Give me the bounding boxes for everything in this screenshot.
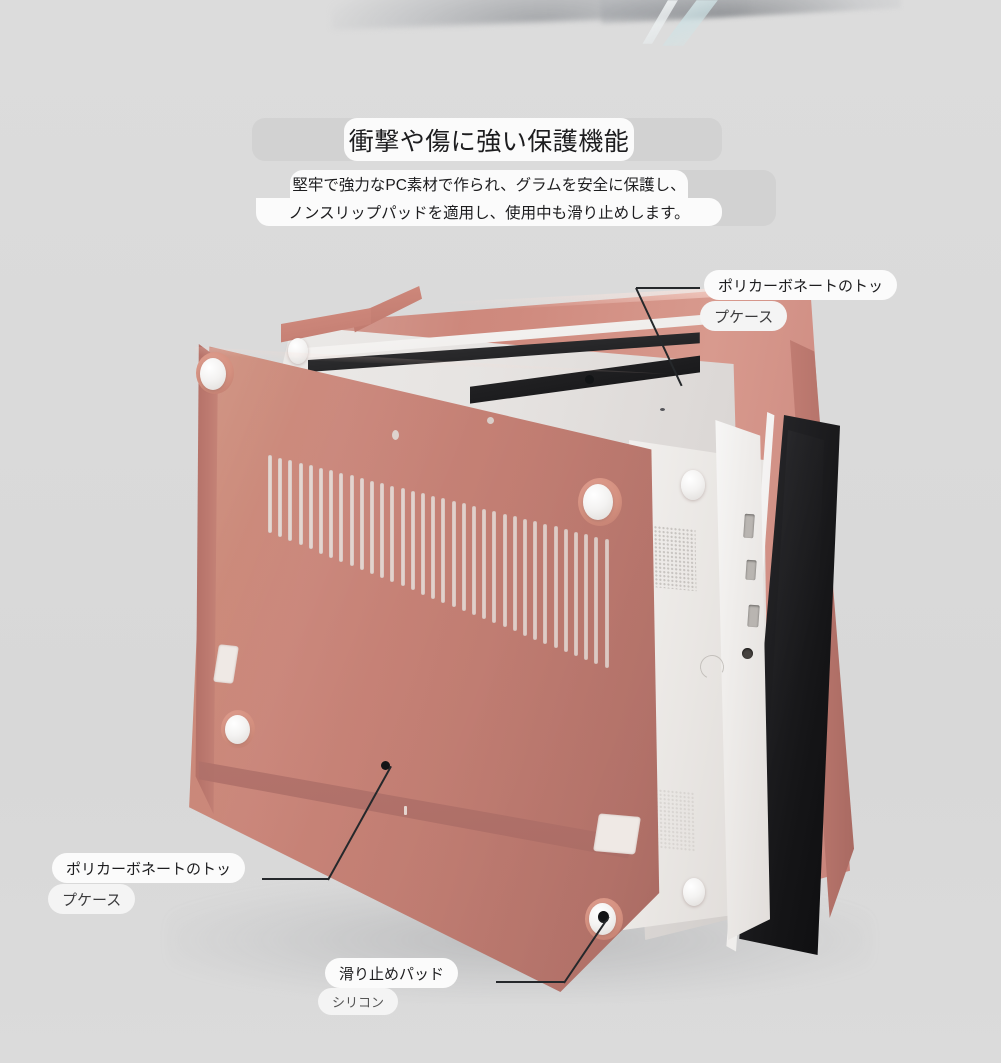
laptop-port-usb-a (745, 559, 757, 581)
ventilation-slot (584, 534, 589, 661)
ventilation-slot (441, 498, 446, 603)
laptop-headphone-jack (742, 648, 753, 659)
laptop-speaker-grille-upper (649, 524, 697, 592)
leader-endpoint-dot (381, 761, 390, 770)
ventilation-slot (410, 490, 415, 591)
callout-label-non-slip-pad: 滑り止めパッド (325, 958, 459, 988)
headline-subtitle-line-1: 堅牢で強力なPC素材で作られ、グラムを安全に保護し、 (290, 170, 688, 198)
ventilation-slot (482, 508, 487, 620)
ventilation-slot (543, 523, 548, 644)
leader-horizontal-segment (636, 287, 700, 289)
leader-horizontal-segment (262, 878, 328, 880)
ventilation-slot (329, 470, 334, 558)
callout-label-top-case-upper-line-1: ポリカーボネートのトッ (704, 270, 898, 300)
silicone-pad-top-right (583, 484, 613, 520)
bottom-case-left-wall (195, 344, 218, 814)
ventilation-slot (421, 493, 425, 595)
silicone-pad-bottom-left (225, 715, 250, 744)
ventilation-slot (492, 511, 497, 624)
callout-label-top-case-lower-line-2: プケース (48, 884, 136, 914)
laptop-port-usb-c (743, 513, 755, 539)
callout-label-non-slip-pad-material: シリコン (318, 988, 399, 1015)
laptop-rubber-foot-right (681, 470, 705, 500)
ventilation-slot (533, 521, 538, 640)
leader-endpoint-dot (599, 912, 608, 921)
ventilation-slot (512, 516, 517, 632)
ventilation-slot (390, 485, 395, 583)
ventilation-slot (604, 539, 609, 669)
ventilation-slot (461, 503, 466, 611)
ventilation-slot (278, 457, 283, 538)
laptop-port-hdmi (747, 604, 760, 628)
ventilation-slot (308, 465, 313, 550)
ventilation-slot (563, 528, 568, 652)
case-pin-hole-middle (392, 430, 399, 440)
ventilation-slot (502, 513, 507, 628)
ventilation-slot (574, 531, 578, 656)
headline-subtitle-line-2: ノンスリップパッドを適用し、使用中も滑り止めします。 (256, 198, 722, 226)
silicone-pad-top-left (200, 358, 226, 390)
ventilation-slot (298, 462, 303, 546)
ventilation-slot (431, 495, 436, 599)
ventilation-slot (339, 472, 344, 562)
case-pin-hole-top (487, 417, 494, 424)
ventilation-slot (594, 536, 599, 665)
laptop-rubber-foot-lower-right (683, 878, 705, 906)
previous-frame-bleed (0, 0, 1001, 46)
ventilation-slot (288, 460, 293, 542)
ventilation-slot (319, 467, 323, 554)
ventilation-slot (349, 475, 354, 566)
laptop-webcam (660, 408, 665, 411)
ventilation-slot (400, 488, 405, 587)
ventilation-slot (553, 526, 558, 648)
ventilation-slot (451, 500, 456, 607)
callout-label-top-case-upper-line-2: プケース (700, 301, 788, 331)
ventilation-slot (380, 483, 385, 579)
leader-endpoint-dot (585, 375, 594, 384)
case-cutout-right (593, 813, 641, 855)
ventilation-slot (268, 455, 272, 533)
ventilation-slot (472, 506, 476, 615)
callout-label-top-case-lower-line-1: ポリカーボネートのトッ (52, 853, 246, 883)
ventilation-slot (523, 518, 527, 636)
ventilation-slot (370, 480, 374, 574)
case-pin-hole-small (404, 806, 407, 815)
ventilation-slot (359, 477, 364, 570)
headline-title: 衝撃や傷に強い保護機能 (344, 118, 634, 161)
leader-horizontal-segment (496, 981, 564, 983)
